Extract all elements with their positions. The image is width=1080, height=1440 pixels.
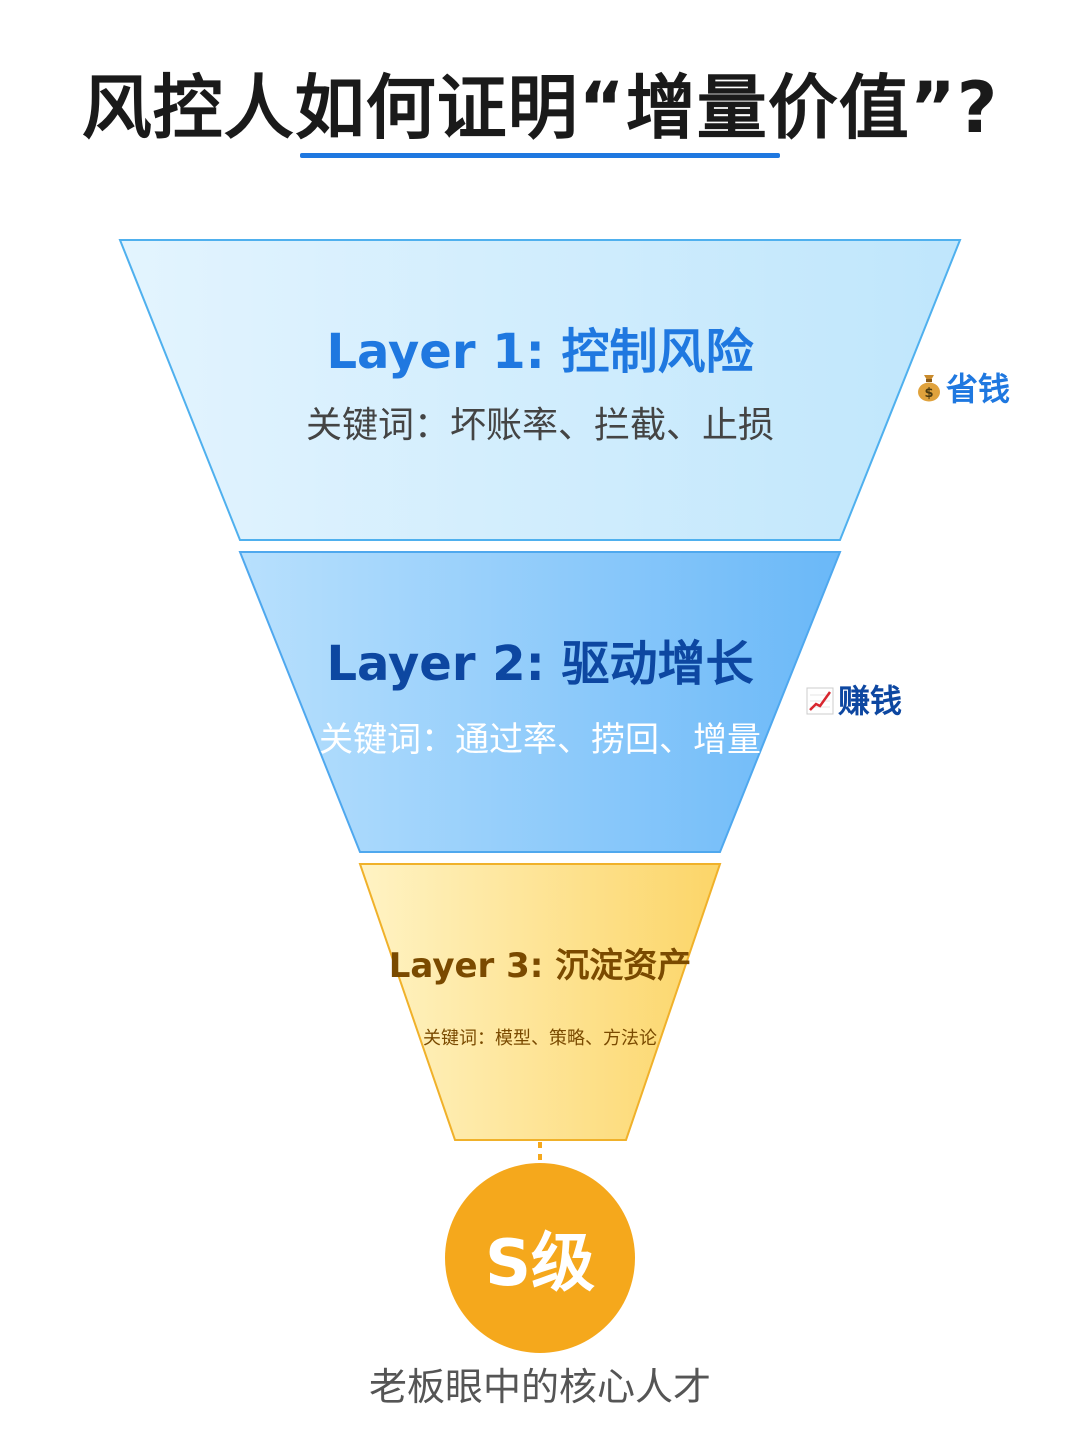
s-level-badge-label: S级 (484, 1227, 596, 1301)
svg-text:$: $ (924, 386, 933, 401)
badge-caption: 老板眼中的核心人才 (368, 1365, 711, 1409)
page-title: 风控人如何证明“增量价值”? (81, 67, 999, 149)
layer-1-keywords: 关键词：坏账率、拦截、止损 (305, 405, 774, 446)
funnel-layer-3 (358, 863, 722, 1141)
layer-3-keywords: 关键词：模型、策略、方法论 (423, 1028, 657, 1049)
title-underline (300, 153, 780, 158)
layer-2-tag: 赚钱 (806, 676, 902, 722)
layer-3-title: Layer 3: 沉淀资产 (388, 946, 692, 986)
funnel-layer-1 (118, 239, 962, 541)
funnel-layer-2 (238, 551, 842, 853)
layer-2-tag-label: 赚钱 (838, 682, 903, 720)
chart-increasing-icon (806, 685, 834, 715)
layer-1-tag: $ 省钱 (916, 364, 1010, 410)
s-level-badge: S级 (445, 1163, 635, 1353)
layer-2-title: Layer 2: 驱动增长 (326, 636, 754, 692)
layer-2-keywords: 关键词：通过率、捞回、增量 (319, 720, 761, 760)
money-bag-icon: $ (916, 372, 942, 402)
layer-1-title: Layer 1: 控制风险 (326, 324, 754, 380)
layer-1-tag-label: 省钱 (946, 370, 1011, 408)
